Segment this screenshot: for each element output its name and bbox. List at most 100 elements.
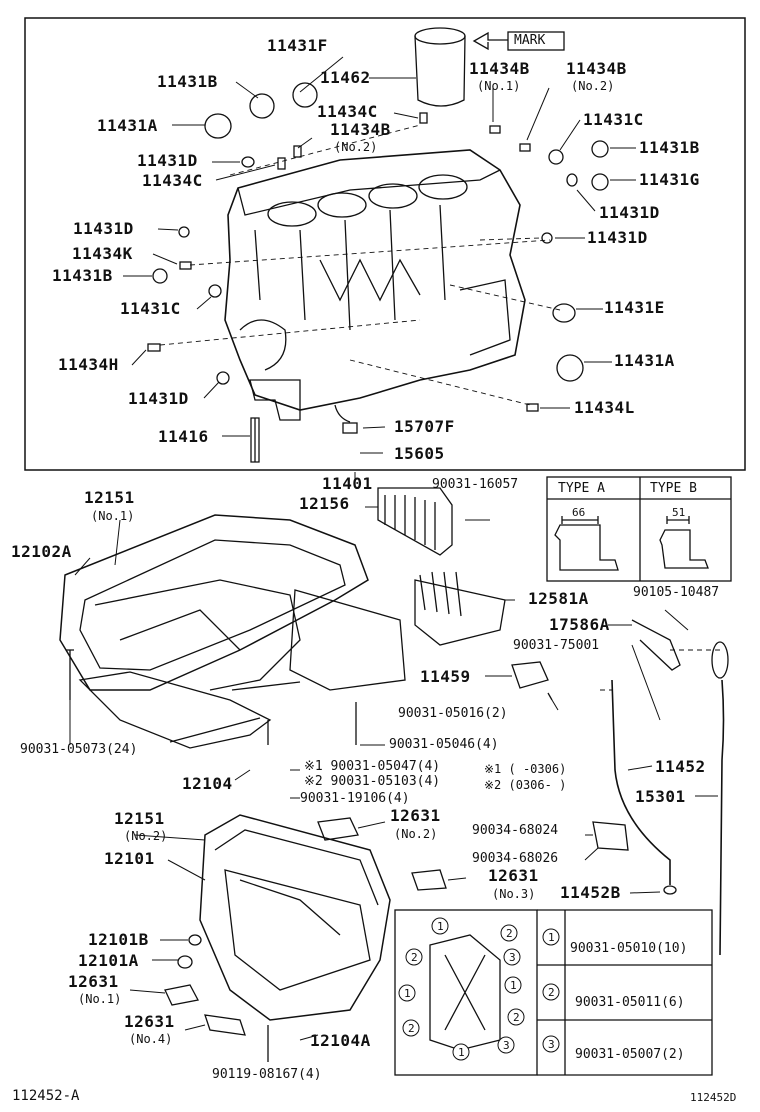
diagram-code-right: 112452D: [690, 1091, 737, 1104]
mark-arrow: [472, 31, 508, 51]
dashed-lines-top: [159, 124, 561, 406]
part-label-17586A: 17586A: [549, 615, 610, 634]
part-label-90034-68024: 90034-68024: [472, 823, 559, 838]
callout-2: 2: [408, 1022, 415, 1035]
part-variant-no4: (No.4): [129, 1032, 173, 1046]
part-variant-no1: (No.1): [477, 79, 521, 93]
part-label-12631: 12631: [390, 806, 441, 825]
part-label-15301: 15301: [635, 787, 686, 806]
part-label-11434B: 11434B: [566, 59, 627, 78]
oil-pan-upper-drawing: [59, 514, 406, 691]
type-b-header: TYPE B: [650, 481, 697, 496]
part-label-11431C: 11431C: [120, 299, 181, 318]
part-label-11434B: 11434B: [330, 120, 391, 139]
part-label-90031-75001: 90031-75001: [513, 638, 600, 653]
part-label-11431F: 11431F: [267, 36, 328, 55]
part-label-12101: 12101: [104, 849, 155, 868]
oil-pan-lower-drawing: [199, 814, 391, 1021]
part-label-90031-05047: ※1 90031-05047(4): [304, 759, 441, 774]
callout-1: 1: [458, 1046, 465, 1059]
part-label-11431G: 11431G: [639, 170, 700, 189]
top-frame: [24, 17, 746, 471]
date-note-1: ※1 ( -0306): [484, 762, 567, 776]
part-variant-no2: (No.2): [571, 79, 615, 93]
callout-1: 1: [404, 987, 411, 1000]
part-variant-no3: (No.3): [492, 887, 536, 901]
part-label-90031-05046: 90031-05046(4): [389, 737, 499, 752]
diagram-code-left: 112452-A: [12, 1088, 80, 1104]
part-label-11452: 11452: [655, 757, 706, 776]
callout-2: 2: [506, 927, 513, 940]
part-label-12631: 12631: [68, 972, 119, 991]
plugs: [147, 82, 609, 412]
part-label-12581A: 12581A: [528, 589, 589, 608]
part-label-11431C: 11431C: [583, 110, 644, 129]
part-label-11434L: 11434L: [574, 398, 635, 417]
callout-1: 1: [437, 920, 444, 933]
part-label-11434C: 11434C: [142, 171, 203, 190]
part-label-11431D: 11431D: [599, 203, 660, 222]
part-label-11431A: 11431A: [614, 351, 675, 370]
date-note-2: ※2 (0306- ): [484, 778, 567, 792]
legend-bolt-2: 90031-05011(6): [575, 995, 685, 1010]
part-variant-no2: (No.2): [394, 827, 438, 841]
part-label-90031-05073: 90031-05073(24): [20, 742, 138, 757]
type-a-dimension: 66: [572, 506, 586, 519]
part-label-11431B: 11431B: [639, 138, 700, 157]
callout-2: 2: [411, 951, 418, 964]
baffle-12581A: [414, 571, 506, 646]
part-label-15605: 15605: [394, 444, 445, 463]
legend-bolt-3: 90031-05007(2): [575, 1047, 685, 1062]
part-label-11431D: 11431D: [137, 151, 198, 170]
part-label-12101B: 12101B: [88, 930, 149, 949]
type-a-header: TYPE A: [558, 481, 605, 496]
stiffener-12104: [78, 671, 272, 749]
cylinder-sleeve-drawing: [414, 27, 466, 107]
part-label-90031-16057: 90031-16057: [432, 477, 519, 492]
callout-2: 2: [513, 1011, 520, 1024]
part-label-11431D: 11431D: [587, 228, 648, 247]
legend-num-1: 1: [548, 931, 555, 944]
part-label-90119-08167: 90119-08167(4): [212, 1067, 322, 1082]
part-label-12104: 12104: [182, 774, 233, 793]
legend-num-2: 2: [548, 986, 555, 999]
part-label-90031-19106: 90031-19106(4): [300, 791, 410, 806]
part-label-12631: 12631: [488, 866, 539, 885]
part-variant-no1: (No.1): [78, 992, 122, 1006]
part-label-11431E: 11431E: [604, 298, 665, 317]
part-label-11401: 11401: [322, 474, 373, 493]
part-label-11452B: 11452B: [560, 883, 621, 902]
part-label-12151: 12151: [84, 488, 135, 507]
part-label-90031-05103: ※2 90031-05103(4): [304, 774, 441, 789]
part-label-11434K: 11434K: [72, 244, 133, 263]
callout-1: 1: [510, 979, 517, 992]
part-label-11462: 11462: [320, 68, 371, 87]
baffle-12156: [377, 487, 453, 556]
part-label-12631: 12631: [124, 1012, 175, 1031]
part-label-90034-68026: 90034-68026: [472, 851, 559, 866]
leader-lines-bottom: [69, 506, 718, 1041]
part-label-11431A: 11431A: [97, 116, 158, 135]
mark-label: MARK: [514, 33, 546, 48]
part-label-11434C: 11434C: [317, 102, 378, 121]
leader-lines-top: [123, 56, 636, 482]
part-label-11459: 11459: [420, 667, 471, 686]
part-label-11434B: 11434B: [469, 59, 530, 78]
part-label-11431B: 11431B: [52, 266, 113, 285]
type-table: [546, 476, 732, 582]
part-label-12151: 12151: [114, 809, 165, 828]
callout-3: 3: [503, 1039, 510, 1052]
part-label-15707F: 15707F: [394, 417, 455, 436]
dashed-lines-bottom: [600, 649, 720, 691]
callout-3: 3: [509, 951, 516, 964]
part-label-12156: 12156: [299, 494, 350, 513]
part-label-12101A: 12101A: [78, 951, 139, 970]
part-label-90031-05016: 90031-05016(2): [398, 706, 508, 721]
part-label-11431D: 11431D: [73, 219, 134, 238]
part-label-11416: 11416: [158, 427, 209, 446]
part-label-12102A: 12102A: [11, 542, 72, 561]
legend-num-3: 3: [548, 1038, 555, 1051]
oil-level-guide: [611, 679, 671, 885]
